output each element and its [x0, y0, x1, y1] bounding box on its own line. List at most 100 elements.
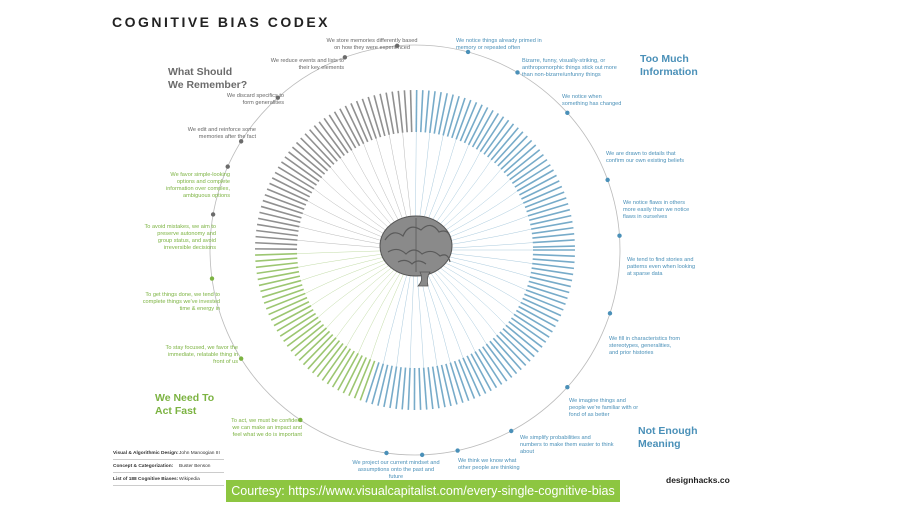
bias-label-stroke: [291, 146, 326, 175]
credits-row: Concept & Categorization: Buster Benson: [113, 460, 224, 473]
note-act-fast-3: To get things done, we tend to complete …: [142, 292, 220, 312]
bias-label-stroke: [395, 367, 402, 409]
bias-label-stroke: [318, 121, 345, 156]
bias-branches: [254, 90, 575, 411]
bias-label-stroke: [492, 337, 522, 371]
bias-label-stroke: [264, 194, 305, 211]
bias-label-stroke: [479, 116, 505, 153]
bias-label-stroke: [451, 97, 466, 139]
bias-label-stroke: [519, 174, 557, 196]
bias-label-stroke: [446, 95, 460, 137]
bias-label-stroke: [304, 133, 335, 165]
category-dots: [209, 43, 622, 458]
note-remember-1: We store memories differently based on h…: [326, 38, 418, 51]
bias-label-stroke: [255, 235, 298, 241]
bias-label-stroke: [257, 270, 300, 281]
category-dot: [617, 233, 622, 238]
bias-label-stroke: [487, 123, 515, 158]
bias-label-stroke: [462, 357, 481, 397]
category-dot: [298, 417, 303, 423]
bias-label-stroke: [526, 197, 567, 213]
bias-label-stroke: [511, 158, 548, 184]
bias-label-stroke: [277, 166, 315, 190]
quadrant-act-fast-title: We Need To Act Fast: [155, 392, 215, 417]
bias-label-stroke: [453, 360, 470, 401]
note-act-fast-5: To act, we must be confident we can make…: [231, 418, 302, 438]
bias-label-stroke: [474, 351, 498, 389]
bias-label-stroke: [263, 288, 304, 304]
bias-label-stroke: [276, 309, 314, 332]
bias-label-stroke: [433, 92, 442, 134]
bias-label-stroke: [271, 177, 311, 198]
bias-label-stroke: [528, 208, 571, 222]
bias-label-stroke: [377, 364, 389, 406]
bias-label-stroke: [337, 353, 359, 391]
bias-label-stroke: [424, 90, 430, 133]
bias-label-stroke: [255, 257, 298, 262]
bias-label-stroke: [401, 367, 407, 410]
bias-label-stroke: [427, 367, 434, 410]
bias-label-stroke: [288, 151, 323, 179]
category-dot: [384, 450, 389, 456]
category-dot: [605, 177, 610, 183]
category-dot: [515, 70, 520, 75]
bias-label-stroke: [520, 301, 559, 322]
bias-label-stroke: [316, 343, 344, 378]
note-meaning-6: We project our current mindset and assum…: [352, 460, 440, 480]
note-meaning-4: We simplify probabilities and numbers to…: [520, 435, 614, 455]
bias-label-stroke: [528, 280, 570, 294]
bias-label-stroke: [290, 323, 325, 352]
bias-label-stroke: [359, 360, 376, 401]
bias-label-stroke: [482, 346, 508, 382]
bias-label-stroke: [397, 90, 404, 133]
bias-label-stroke: [367, 96, 382, 138]
bias-label-stroke: [279, 312, 317, 337]
bias-label-stroke: [475, 113, 500, 150]
bias-label-stroke: [455, 99, 472, 140]
bias-label-stroke: [490, 127, 519, 161]
bias-label-stroke: [259, 211, 301, 224]
note-act-fast-4: To stay focused, we favor the immediate,…: [165, 345, 238, 365]
bias-label-stroke: [260, 279, 302, 293]
bias-label-stroke: [440, 364, 452, 407]
bias-label-stroke: [300, 137, 332, 169]
bias-label-stroke: [527, 284, 568, 300]
credit-label: Visual & Algorithmic Design:: [113, 450, 179, 456]
bias-label-stroke: [496, 334, 527, 367]
bias-label-stroke: [298, 330, 331, 361]
bias-label-stroke: [379, 93, 391, 136]
note-too-much-4: We are drawn to details that confirm our…: [606, 151, 685, 164]
bias-label-stroke: [524, 293, 564, 311]
bias-label-stroke: [283, 316, 319, 342]
bias-label-stroke: [266, 188, 307, 206]
category-dot: [209, 276, 215, 281]
outer-ring: [209, 44, 621, 456]
note-too-much-5: We notice flaws in others more easily th…: [623, 200, 690, 220]
bias-label-stroke: [331, 350, 355, 388]
bias-label-stroke: [467, 107, 489, 146]
bias-label-stroke: [445, 363, 458, 405]
category-dot: [275, 95, 281, 100]
bias-label-stroke: [385, 92, 395, 135]
bias-label-stroke: [499, 331, 531, 362]
bias-label-stroke: [389, 366, 398, 409]
bias-label-stroke: [532, 245, 575, 248]
bias-label-stroke: [485, 343, 513, 378]
category-dot: [238, 356, 244, 361]
bias-label-stroke: [515, 309, 553, 333]
note-remember-2: We reduce events and lists to their key …: [270, 58, 344, 71]
bias-label-stroke: [531, 226, 574, 235]
category-dot: [394, 43, 400, 48]
bias-label-stroke: [265, 292, 306, 310]
credit-value: Buster Benson: [179, 463, 211, 469]
quadrant-too-much-title: Too Much Information: [640, 53, 698, 78]
quadrant-meaning-title: Not Enough Meaning: [638, 425, 698, 450]
bias-label-stroke: [328, 114, 353, 151]
credits-row: Visual & Algorithmic Design: John Manoog…: [113, 447, 224, 460]
bias-label-stroke: [302, 334, 334, 366]
note-remember-3: We discard specifics to form generalitie…: [226, 93, 284, 106]
bias-label-stroke: [497, 135, 528, 167]
bias-label-stroke: [503, 144, 537, 174]
bias-label-stroke: [307, 337, 337, 370]
